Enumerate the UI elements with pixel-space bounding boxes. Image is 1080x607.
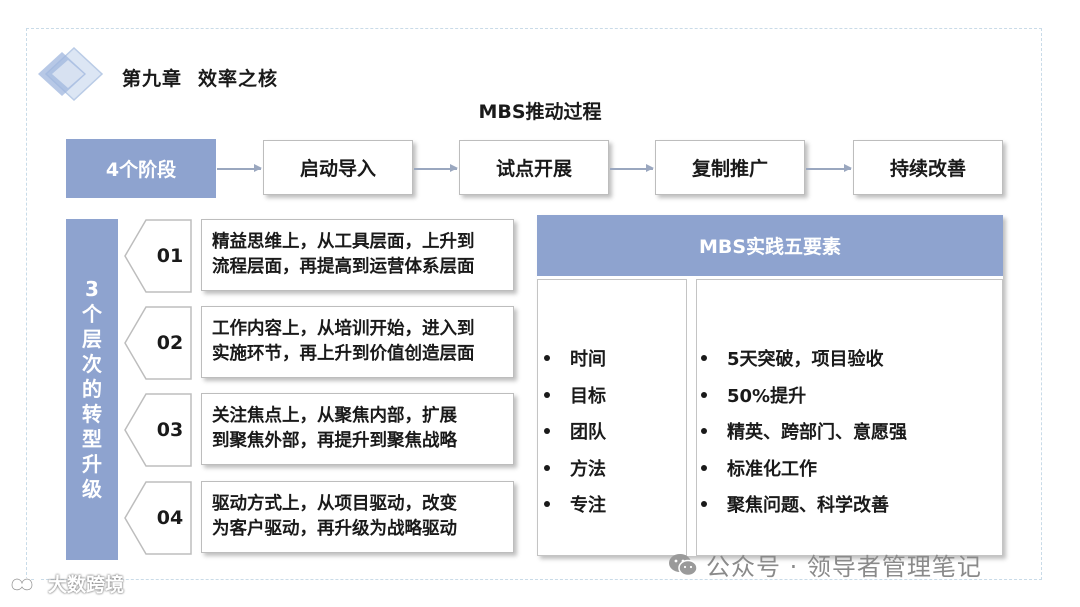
arrow-right-icon xyxy=(217,165,262,171)
list-item: 团队 xyxy=(544,413,606,450)
list-item: 5天突破，项目验收 xyxy=(701,340,907,377)
element-detail: 50%提升 xyxy=(727,385,807,407)
chapter-number: 第九章 xyxy=(122,68,183,90)
chevron-left-badge-icon xyxy=(124,219,192,293)
element-detail: 5天突破，项目验收 xyxy=(727,349,884,371)
level-description-line: 到聚焦外部，再提升到聚焦战略 xyxy=(212,431,457,451)
elements-names-column: 时间 目标 团队 方法 专注 xyxy=(537,279,687,556)
corner-watermark-text: 大数跨境 xyxy=(48,574,125,596)
bullet-icon xyxy=(701,391,707,398)
element-name: 方法 xyxy=(570,458,606,480)
bullet-icon xyxy=(544,428,550,435)
levels-label-char: 转 xyxy=(82,402,102,426)
level-description-line: 流程层面，再提高到运营体系层面 xyxy=(212,257,475,277)
bullet-icon xyxy=(544,501,550,508)
levels-label-char: 型 xyxy=(82,427,102,451)
list-item: 时间 xyxy=(544,340,606,377)
levels-label-char: 3 xyxy=(85,277,99,301)
bullet-icon xyxy=(701,501,707,508)
elements-details-column: 5天突破，项目验收 50%提升 精英、跨部门、意愿强 标准化工作 聚焦问题、科学… xyxy=(696,279,1003,556)
slide-frame xyxy=(26,28,1042,580)
level-number: 01 xyxy=(156,245,184,267)
element-name: 时间 xyxy=(570,349,606,371)
bullet-icon xyxy=(544,391,550,398)
level-description-line: 为客户驱动，再升级为战略驱动 xyxy=(212,519,457,539)
corner-watermark: 大数跨境 xyxy=(8,570,124,597)
wechat-icon xyxy=(669,553,698,576)
chapter-heading: 第九章效率之核 xyxy=(122,64,278,91)
level-description-line: 精益思维上，从工具层面，上升到 xyxy=(212,232,475,252)
arrow-right-icon xyxy=(414,165,458,171)
elements-details-list: 5天突破，项目验收 50%提升 精英、跨部门、意愿强 标准化工作 聚焦问题、科学… xyxy=(701,340,907,523)
brand-icon xyxy=(10,577,44,591)
bullet-icon xyxy=(544,355,550,362)
stage-3: 复制推广 xyxy=(655,140,805,195)
level-number: 03 xyxy=(156,419,184,441)
stage-1: 启动导入 xyxy=(263,140,413,195)
list-item: 方法 xyxy=(544,450,606,487)
list-item: 专注 xyxy=(544,486,606,523)
element-name: 目标 xyxy=(570,385,606,407)
levels-label-char: 层 xyxy=(82,327,102,351)
level-description-line: 关注焦点上，从聚焦内部，扩展 xyxy=(212,406,457,426)
elements-names-list: 时间 目标 团队 方法 专注 xyxy=(544,340,606,523)
level-description-3: 关注焦点上，从聚焦内部，扩展 到聚焦外部，再提升到聚焦战略 xyxy=(201,393,514,465)
list-item: 目标 xyxy=(544,377,606,414)
levels-label-char: 的 xyxy=(82,377,102,401)
bullet-icon xyxy=(544,464,550,471)
level-description-line: 实施环节，再上升到价值创造层面 xyxy=(212,344,475,364)
watermark-text: 公众号 · 领导者管理笔记 xyxy=(706,553,982,581)
bullet-icon xyxy=(701,464,707,471)
chevron-left-badge-icon xyxy=(124,481,192,555)
element-detail: 标准化工作 xyxy=(727,458,817,480)
levels-label: 3 个 层 次 的 转 型 升 级 xyxy=(66,219,118,560)
element-detail: 精英、跨部门、意愿强 xyxy=(727,422,907,444)
levels-label-char: 级 xyxy=(82,477,102,501)
wechat-watermark: 公众号 · 领导者管理笔记 xyxy=(668,547,982,582)
element-name: 专注 xyxy=(570,495,606,517)
level-badge-1: 01 xyxy=(124,219,192,293)
level-description-2: 工作内容上，从培训开始，进入到 实施环节，再上升到价值创造层面 xyxy=(201,306,514,378)
chapter-name: 效率之核 xyxy=(198,68,279,90)
level-description-line: 驱动方式上，从项目驱动，改变 xyxy=(212,494,457,514)
stage-4: 持续改善 xyxy=(853,140,1003,195)
list-item: 精英、跨部门、意愿强 xyxy=(701,413,907,450)
arrow-right-icon xyxy=(610,165,654,171)
level-number: 02 xyxy=(156,332,184,354)
levels-label-char: 次 xyxy=(82,352,102,376)
level-badge-3: 03 xyxy=(124,393,192,467)
stages-label: 4个阶段 xyxy=(66,139,216,198)
level-badge-2: 02 xyxy=(124,306,192,380)
level-number: 04 xyxy=(156,507,184,529)
elements-panel-title: MBS实践五要素 xyxy=(537,215,1003,276)
arrow-right-icon xyxy=(806,165,852,171)
element-name: 团队 xyxy=(570,422,606,444)
level-description-4: 驱动方式上，从项目驱动，改变 为客户驱动，再升级为战略驱动 xyxy=(201,481,514,553)
stage-2: 试点开展 xyxy=(459,140,609,195)
level-description-1: 精益思维上，从工具层面，上升到 流程层面，再提高到运营体系层面 xyxy=(201,219,514,291)
bullet-icon xyxy=(701,428,707,435)
element-detail: 聚焦问题、科学改善 xyxy=(727,495,889,517)
level-badge-4: 04 xyxy=(124,481,192,555)
levels-label-char: 个 xyxy=(82,302,102,326)
chevron-left-badge-icon xyxy=(124,393,192,467)
chevron-left-badge-icon xyxy=(124,306,192,380)
list-item: 标准化工作 xyxy=(701,450,907,487)
page-title: MBS推动过程 xyxy=(478,101,602,123)
elements-panel: MBS实践五要素 时间 目标 团队 方法 专注 5天突破，项目验收 50%提升 … xyxy=(537,215,1003,556)
list-item: 聚焦问题、科学改善 xyxy=(701,486,907,523)
diamond-logo-icon xyxy=(38,46,104,102)
list-item: 50%提升 xyxy=(701,377,907,414)
levels-label-char: 升 xyxy=(82,452,102,476)
level-description-line: 工作内容上，从培训开始，进入到 xyxy=(212,319,475,339)
bullet-icon xyxy=(701,355,707,362)
